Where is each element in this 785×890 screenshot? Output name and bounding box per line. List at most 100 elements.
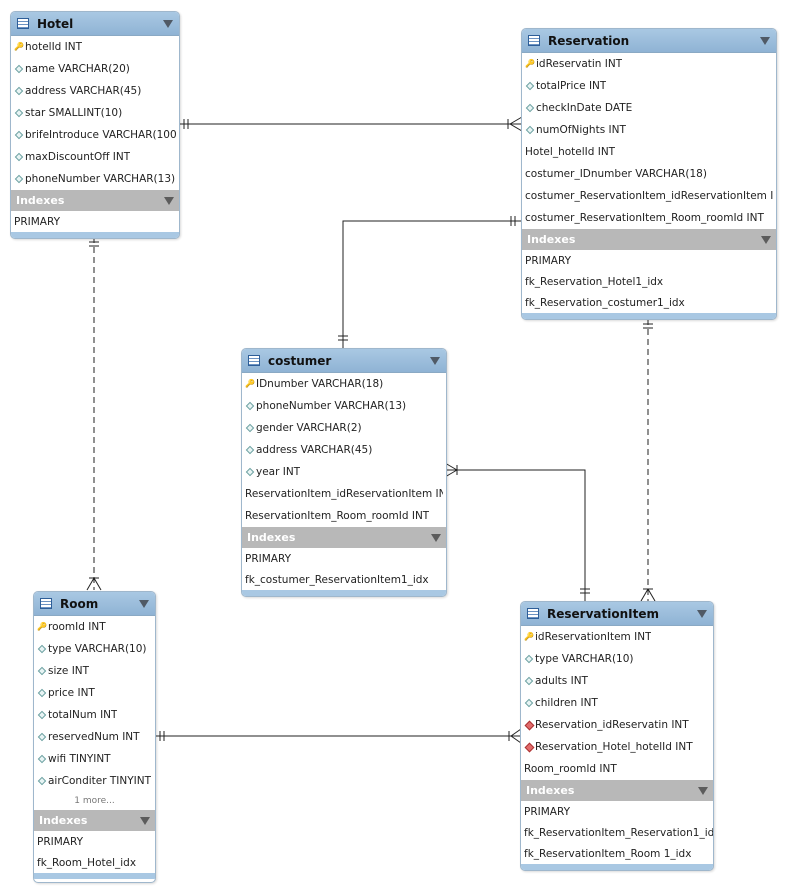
collapse-arrow-icon[interactable] <box>760 36 770 45</box>
column-row[interactable]: address VARCHAR(45) <box>242 439 446 461</box>
column-row[interactable]: brifeIntroduce VARCHAR(100) <box>11 124 179 146</box>
index-row[interactable]: fk_Room_Hotel_idx <box>37 856 137 869</box>
column-icon <box>14 174 24 184</box>
column-row[interactable]: phoneNumber VARCHAR(13) <box>11 168 179 190</box>
table-name: Reservation <box>548 33 630 48</box>
column-row[interactable]: wifi TINYINT <box>34 748 155 770</box>
collapse-arrow-icon[interactable] <box>140 816 150 825</box>
column-row[interactable]: 🔑roomId INT <box>34 616 155 638</box>
primary-key-icon: 🔑 <box>37 622 47 631</box>
column-row[interactable]: phoneNumber VARCHAR(13) <box>242 395 446 417</box>
indexes-header[interactable]: Indexes <box>522 229 776 250</box>
collapse-arrow-icon[interactable] <box>697 609 707 618</box>
column-icon <box>14 86 24 96</box>
column-row[interactable]: ReservationItem_Room_roomId INT <box>242 505 446 527</box>
column-row[interactable]: Reservation_idReservatin INT <box>521 714 713 736</box>
column-row[interactable]: costumer_ReservationItem_Room_roomId INT <box>522 207 776 229</box>
table-header[interactable]: Hotel <box>11 12 179 36</box>
column-row[interactable]: children INT <box>521 692 713 714</box>
column-row[interactable]: reservedNum INT <box>34 726 155 748</box>
column-label: gender VARCHAR(2) <box>256 422 362 434</box>
column-row[interactable]: costumer_IDnumber VARCHAR(18) <box>522 163 776 185</box>
column-row[interactable]: Room_roomId INT <box>521 758 713 780</box>
column-row[interactable]: Reservation_Hotel_hotelId INT <box>521 736 713 758</box>
index-row[interactable]: fk_Reservation_costumer1_idx <box>525 296 685 309</box>
table-reservationitem[interactable]: ReservationItem🔑idReservationItem INT typ… <box>520 601 714 871</box>
column-row[interactable]: checkInDate DATE <box>522 97 776 119</box>
index-row[interactable]: PRIMARY <box>37 835 84 848</box>
index-row[interactable]: fk_ReservationItem_Room 1_idx <box>524 847 692 860</box>
column-label: roomId INT <box>48 621 106 633</box>
column-row[interactable]: address VARCHAR(45) <box>11 80 179 102</box>
column-label: name VARCHAR(20) <box>25 63 130 75</box>
index-row[interactable]: PRIMARY <box>525 254 572 267</box>
indexes-label: Indexes <box>247 531 296 544</box>
column-label: hotelId INT <box>25 41 83 53</box>
column-row[interactable]: Hotel_hotelId INT <box>522 141 776 163</box>
column-icon <box>245 423 255 433</box>
column-row[interactable]: totalNum INT <box>34 704 155 726</box>
column-row[interactable]: size INT <box>34 660 155 682</box>
collapse-arrow-icon[interactable] <box>430 356 440 365</box>
collapse-arrow-icon[interactable] <box>164 196 174 205</box>
table-header[interactable]: costumer <box>242 349 446 373</box>
collapse-arrow-icon[interactable] <box>163 19 173 28</box>
column-row[interactable]: type VARCHAR(10) <box>521 648 713 670</box>
collapse-arrow-icon[interactable] <box>139 599 149 608</box>
column-label: totalNum INT <box>48 709 118 721</box>
table-footer <box>11 232 179 238</box>
column-row[interactable]: adults INT <box>521 670 713 692</box>
collapse-arrow-icon[interactable] <box>698 786 708 795</box>
index-row[interactable]: fk_ReservationItem_Reservation1_idx <box>524 826 714 839</box>
indexes-header[interactable]: Indexes <box>11 190 179 211</box>
column-row[interactable]: 🔑idReservatin INT <box>522 53 776 75</box>
table-header[interactable]: Reservation <box>522 29 776 53</box>
diamond-shape <box>37 644 47 654</box>
index-row[interactable]: PRIMARY <box>524 805 571 818</box>
column-row[interactable]: 🔑idReservationItem INT <box>521 626 713 648</box>
rel-reservation-reservationitem <box>640 319 656 602</box>
column-row[interactable]: name VARCHAR(20) <box>11 58 179 80</box>
more-columns-link[interactable]: 1 more... <box>74 796 115 806</box>
column-label: type VARCHAR(10) <box>535 653 634 665</box>
index-row[interactable]: fk_costumer_ReservationItem1_idx <box>245 573 429 586</box>
table-header[interactable]: ReservationItem <box>521 602 713 626</box>
rel-hotel-room <box>86 237 102 591</box>
rel-room-reservationitem <box>154 728 522 744</box>
column-row[interactable]: star SMALLINT(10) <box>11 102 179 124</box>
index-row[interactable]: PRIMARY <box>245 552 292 565</box>
column-row[interactable]: costumer_ReservationItem_idReservationIt… <box>522 185 776 207</box>
table-hotel[interactable]: Hotel 🔑hotelId INT name VARCHAR(20) address… <box>10 11 180 239</box>
column-row[interactable]: totalPrice INT <box>522 75 776 97</box>
table-icon <box>527 608 539 619</box>
indexes-header[interactable]: Indexes <box>521 780 713 801</box>
collapse-arrow-icon[interactable] <box>431 533 441 542</box>
column-label: costumer_ReservationItem_Room_roomId INT <box>525 212 764 224</box>
table-name: Hotel <box>37 16 74 31</box>
table-costumer[interactable]: costumer🔑IDnumber VARCHAR(18)phoneNumber… <box>241 348 447 597</box>
column-row[interactable]: airConditer TINYINT <box>34 770 155 792</box>
column-row[interactable]: ReservationItem_idReservationItem INT <box>242 483 446 505</box>
column-row[interactable]: year INT <box>242 461 446 483</box>
diamond-shape <box>37 754 47 764</box>
column-label: costumer_IDnumber VARCHAR(18) <box>525 168 707 180</box>
column-row[interactable]: maxDiscountOff INT <box>11 146 179 168</box>
collapse-arrow-icon[interactable] <box>761 235 771 244</box>
column-row[interactable]: 🔑hotelId INT <box>11 36 179 58</box>
column-row[interactable]: 🔑IDnumber VARCHAR(18) <box>242 373 446 395</box>
column-row[interactable]: gender VARCHAR(2) <box>242 417 446 439</box>
column-icon <box>37 666 47 676</box>
table-icon <box>248 355 260 366</box>
table-header[interactable]: Room <box>34 592 155 616</box>
indexes-header[interactable]: Indexes <box>242 527 446 548</box>
column-row[interactable]: type VARCHAR(10) <box>34 638 155 660</box>
index-row[interactable]: fk_Reservation_Hotel1_idx <box>525 275 664 288</box>
table-footer <box>522 313 776 319</box>
column-row[interactable]: price INT <box>34 682 155 704</box>
indexes-header[interactable]: Indexes <box>34 810 155 831</box>
column-row[interactable]: numOfNights INT <box>522 119 776 141</box>
indexes-label: Indexes <box>526 784 575 797</box>
index-row[interactable]: PRIMARY <box>14 215 61 228</box>
